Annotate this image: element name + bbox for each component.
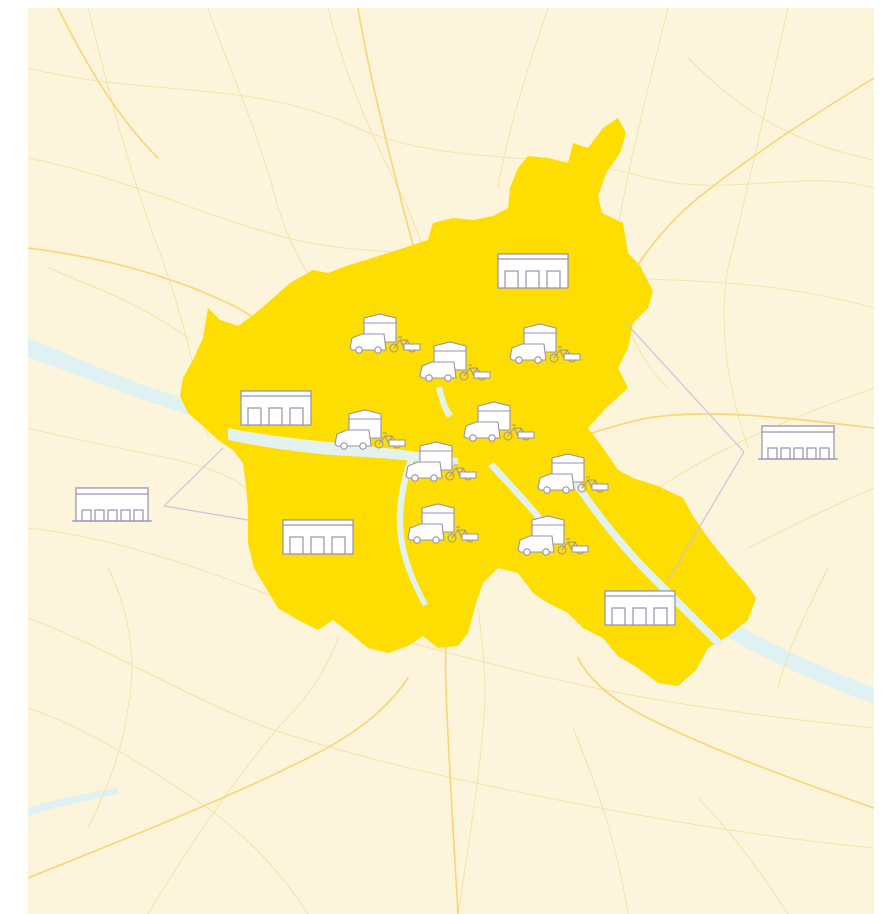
outer-depot-icon[interactable] [757, 425, 839, 460]
depot-icon[interactable] [497, 253, 569, 289]
connector-west-south [163, 505, 249, 521]
depot-icon[interactable] [282, 519, 354, 555]
connector-east-south [667, 451, 745, 581]
outer-depot-icon[interactable] [71, 487, 153, 522]
depot-icon[interactable] [604, 590, 676, 626]
map-container[interactable] [28, 8, 874, 914]
map-canvas[interactable] [28, 8, 874, 914]
connector-east-north [625, 322, 745, 453]
depot-icon[interactable] [240, 390, 312, 426]
creek [28, 788, 118, 816]
connector-lines [163, 322, 745, 581]
connector-west-north [163, 447, 224, 507]
